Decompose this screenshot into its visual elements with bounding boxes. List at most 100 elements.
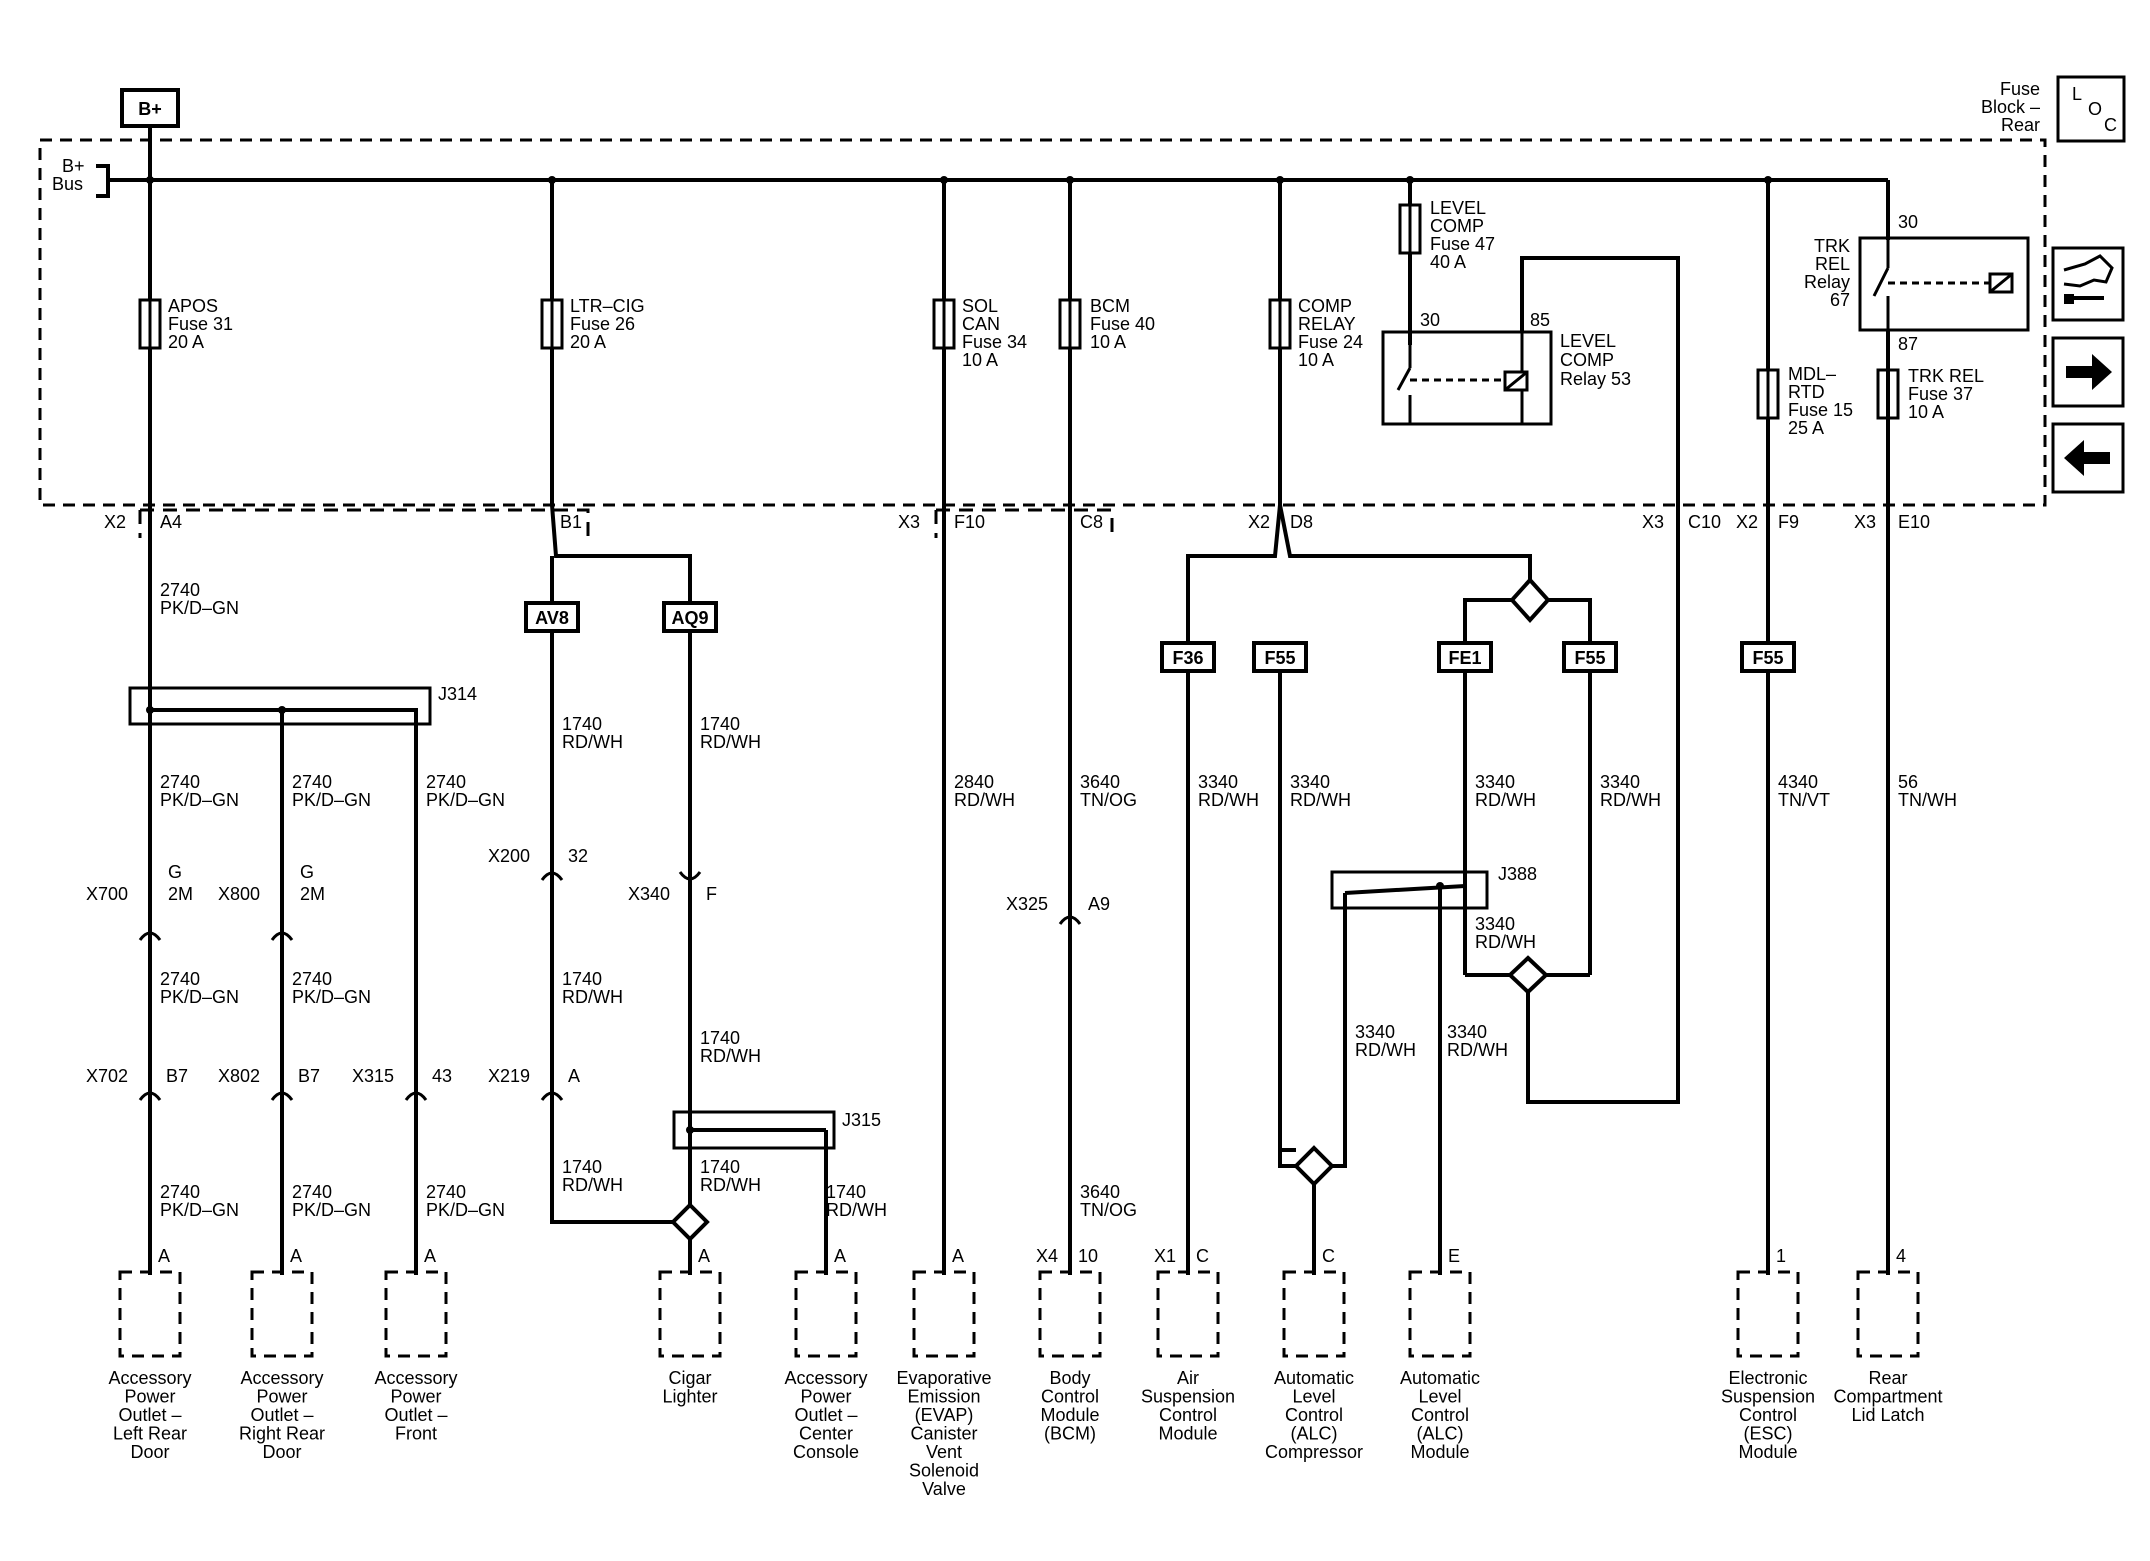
svg-text:2740: 2740: [426, 772, 466, 792]
svg-text:10 A: 10 A: [1908, 402, 1944, 422]
svg-text:1740: 1740: [562, 714, 602, 734]
fuse-mdl-rtd: MDL– RTD Fuse 15 25 A: [1756, 364, 1853, 438]
component-label-line: Front: [395, 1424, 437, 1444]
svg-text:2740: 2740: [160, 580, 200, 600]
svg-text:AQ9: AQ9: [671, 608, 708, 628]
component-label-line: Door: [262, 1442, 301, 1462]
svg-text:RD/WH: RD/WH: [562, 732, 623, 752]
svg-text:X2: X2: [104, 512, 126, 532]
component-label-line: Outlet –: [794, 1405, 857, 1425]
component-label-line: Lighter: [662, 1387, 717, 1407]
component-label-line: Module: [1040, 1405, 1099, 1425]
connector-view-icon[interactable]: [2051, 246, 2125, 322]
svg-text:2M: 2M: [300, 884, 325, 904]
svg-text:PK/D–GN: PK/D–GN: [160, 790, 239, 810]
fuse-level-comp: LEVEL COMP Fuse 47 40 A: [1398, 198, 1495, 272]
svg-text:3340: 3340: [1475, 772, 1515, 792]
component-label-line: Automatic: [1274, 1368, 1354, 1388]
svg-text:2840: 2840: [954, 772, 994, 792]
component-label-line: Automatic: [1400, 1368, 1480, 1388]
svg-text:RD/WH: RD/WH: [954, 790, 1015, 810]
component-label-line: Left Rear: [113, 1424, 187, 1444]
svg-text:10 A: 10 A: [1090, 332, 1126, 352]
splice-aq9: AQ9: [662, 601, 718, 633]
svg-text:X800: X800: [218, 884, 260, 904]
svg-text:Fuse 47: Fuse 47: [1430, 234, 1495, 254]
svg-text:RD/WH: RD/WH: [700, 732, 761, 752]
svg-text:PK/D–GN: PK/D–GN: [160, 598, 239, 618]
svg-text:X315: X315: [352, 1066, 394, 1086]
fuse-trk-rel: TRK REL Fuse 37 10 A: [1876, 366, 1984, 422]
loc-icon: L O C: [2056, 75, 2126, 143]
svg-text:1740: 1740: [700, 1157, 740, 1177]
svg-text:RD/WH: RD/WH: [1447, 1040, 1508, 1060]
svg-text:RELAY: RELAY: [1298, 314, 1356, 334]
component-outline: [658, 1270, 722, 1358]
svg-text:A: A: [698, 1246, 710, 1266]
svg-text:COMP: COMP: [1430, 216, 1484, 236]
svg-text:X702: X702: [86, 1066, 128, 1086]
svg-text:2740: 2740: [160, 772, 200, 792]
svg-text:X2: X2: [1736, 512, 1758, 532]
svg-text:COMP: COMP: [1298, 296, 1352, 316]
component-label-line: Suspension: [1141, 1387, 1235, 1407]
next-page-icon[interactable]: [2051, 336, 2125, 408]
component-label-line: Lid Latch: [1851, 1405, 1924, 1425]
component-label-line: Power: [124, 1387, 175, 1407]
svg-text:RD/WH: RD/WH: [1290, 790, 1351, 810]
svg-text:4340: 4340: [1778, 772, 1818, 792]
svg-text:APOS: APOS: [168, 296, 218, 316]
component-label-line: (BCM): [1044, 1424, 1096, 1444]
svg-text:20 A: 20 A: [570, 332, 606, 352]
battery-label: B+: [138, 99, 162, 119]
svg-text:56: 56: [1898, 772, 1918, 792]
previous-page-icon[interactable]: [2051, 422, 2125, 494]
svg-text:Fuse 24: Fuse 24: [1298, 332, 1363, 352]
svg-text:3340: 3340: [1198, 772, 1238, 792]
component-label-line: Center: [799, 1424, 853, 1444]
component-outline: [1038, 1270, 1102, 1358]
svg-text:85: 85: [1530, 310, 1550, 330]
component-label-line: Accessory: [108, 1368, 191, 1388]
svg-text:2740: 2740: [292, 772, 332, 792]
fuse-comp-relay: COMP RELAY Fuse 24 10 A: [1268, 296, 1363, 370]
component-pins: A A A A A A X4 10 X1 C C E 1 4: [158, 1246, 1906, 1266]
svg-text:25 A: 25 A: [1788, 418, 1824, 438]
svg-text:Rear: Rear: [2001, 115, 2040, 135]
component-label-line: Evaporative: [896, 1368, 991, 1388]
svg-text:G: G: [300, 862, 314, 882]
component-label-line: (ESC): [1744, 1424, 1793, 1444]
svg-text:3340: 3340: [1290, 772, 1330, 792]
svg-text:Fuse 31: Fuse 31: [168, 314, 233, 334]
component-label-line: Accessory: [240, 1368, 323, 1388]
svg-text:1740: 1740: [562, 1157, 602, 1177]
svg-text:10 A: 10 A: [1298, 350, 1334, 370]
component-label-line: Level: [1292, 1387, 1335, 1407]
relay-level-comp: 30 85 LEVEL COMP Relay 53: [1381, 310, 1631, 426]
svg-text:PK/D–GN: PK/D–GN: [292, 790, 371, 810]
svg-text:X3: X3: [1642, 512, 1664, 532]
splice-f55-esc: F55: [1740, 641, 1796, 673]
inline-connectors: X700 G 2M X800 G 2M X702 B7 X802 B7 X315…: [86, 846, 1110, 1101]
svg-text:RD/WH: RD/WH: [700, 1175, 761, 1195]
svg-text:F9: F9: [1778, 512, 1799, 532]
svg-text:C: C: [1196, 1246, 1209, 1266]
svg-text:C: C: [2104, 115, 2117, 135]
svg-text:X3: X3: [898, 512, 920, 532]
svg-text:RTD: RTD: [1788, 382, 1825, 402]
svg-text:TRK REL: TRK REL: [1908, 366, 1984, 386]
relay-trk-rel: 30 87 TRK REL Relay 67: [1804, 212, 2030, 354]
svg-text:J388: J388: [1498, 864, 1537, 884]
svg-text:E: E: [1448, 1246, 1460, 1266]
svg-text:F10: F10: [954, 512, 985, 532]
component-label-line: Power: [256, 1387, 307, 1407]
svg-text:3340: 3340: [1475, 914, 1515, 934]
svg-text:F: F: [706, 884, 717, 904]
component-label-line: Right Rear: [239, 1424, 325, 1444]
component-outline: [1736, 1270, 1800, 1358]
